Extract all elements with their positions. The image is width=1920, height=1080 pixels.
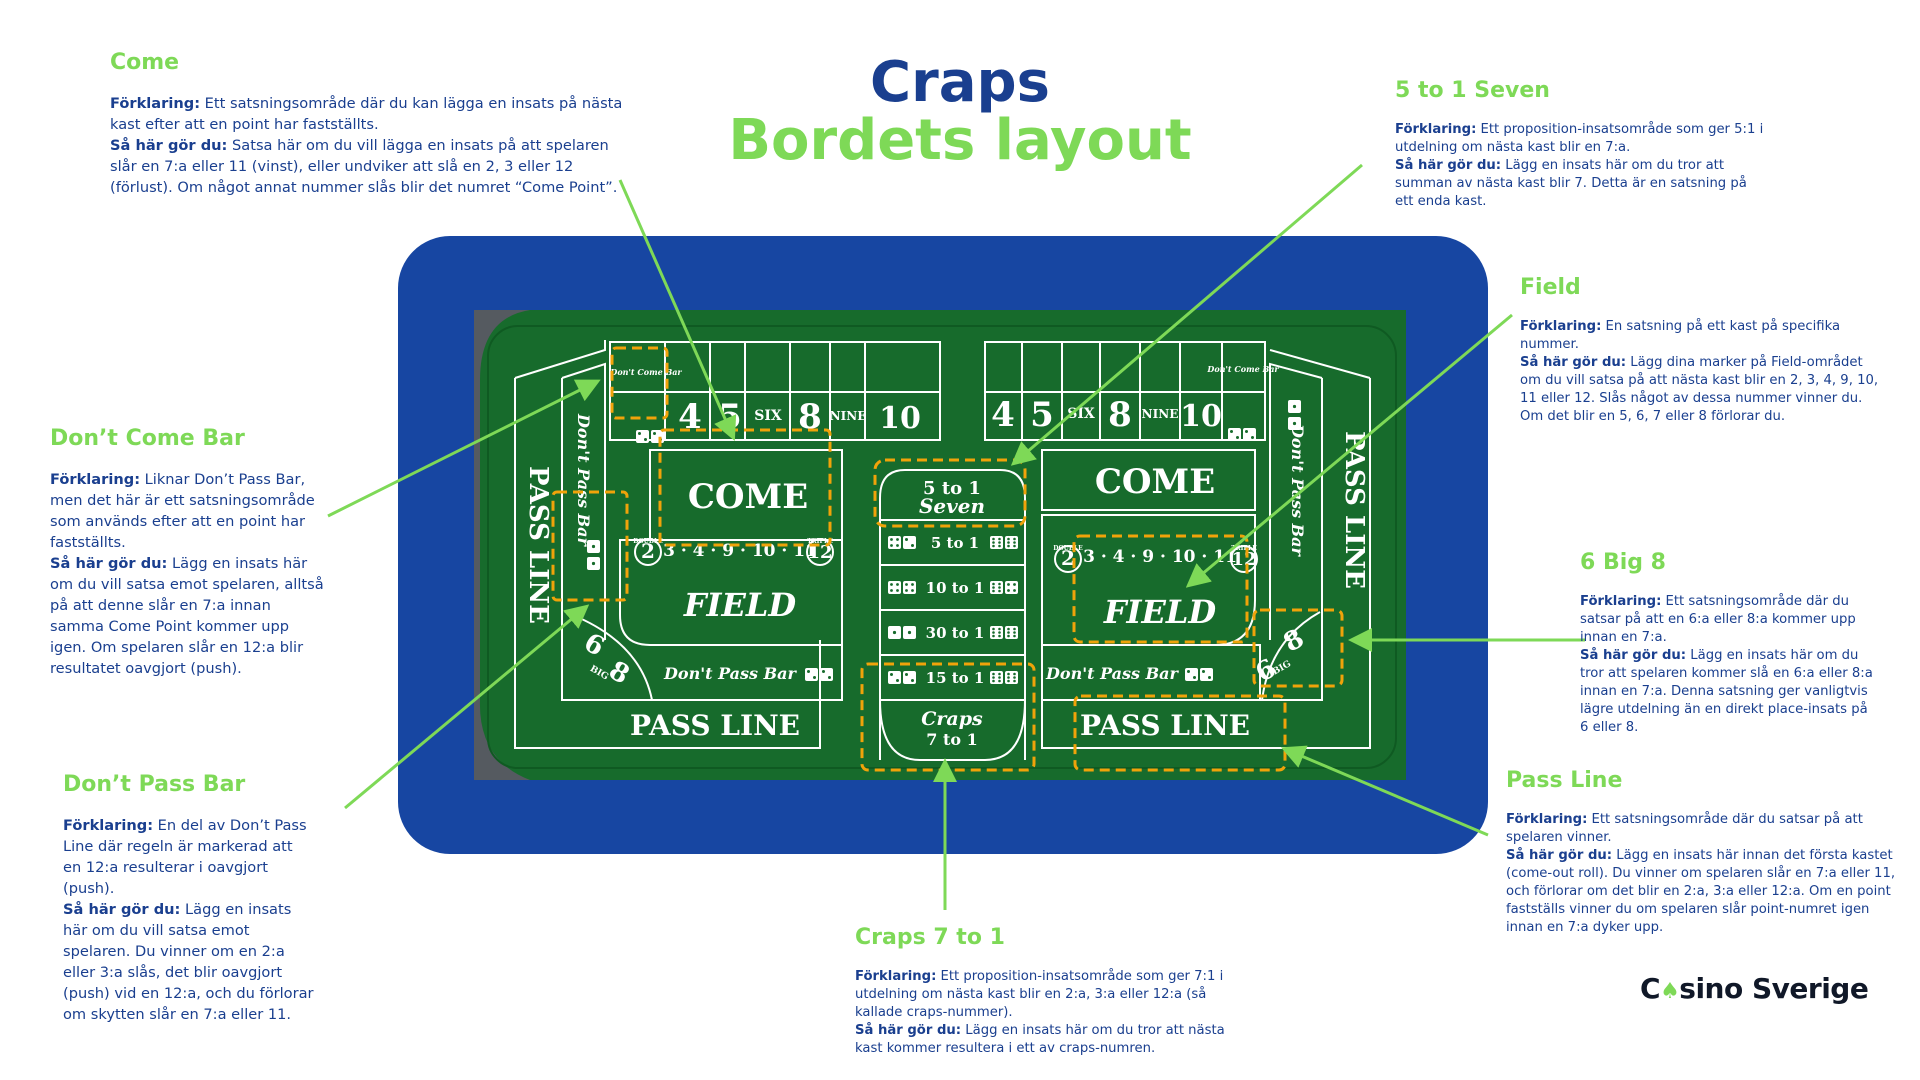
annotation-craps-7-to-1: Craps 7 to 1 Förklaring: Ett proposition… <box>855 925 1225 1058</box>
casino-sverige-logo: C♠sino Sverige <box>1640 972 1869 1005</box>
prop-odds-15-to-1: 15 to 1 <box>926 669 985 687</box>
highlight-pass-line <box>1073 694 1287 772</box>
highlight-boxes <box>551 346 1344 772</box>
annotation-come-text: Förklaring: Ett satsningsområde där du k… <box>110 95 623 196</box>
annotation-come: Come Förklaring: Ett satsningsområde där… <box>110 50 630 198</box>
right-field-label: FIELD <box>1103 593 1217 631</box>
annotation-dont-come-bar: Don’t Come Bar Förklaring: Liknar Don’t … <box>50 426 325 679</box>
annotation-craps-7-to-1-text: Förklaring: Ett proposition-insatsområde… <box>855 969 1225 1056</box>
annotation-pass-line: Pass Line Förklaring: Ett satsningsområd… <box>1506 768 1896 937</box>
craps-label: Craps <box>921 708 983 730</box>
right-field-2: 2 <box>1061 546 1075 570</box>
annotation-field: Field Förklaring: En satsning på ett kas… <box>1520 275 1880 426</box>
right-dont-pass-bar-side: Don't Pass Bar <box>1288 423 1307 557</box>
annotation-field-title: Field <box>1520 275 1581 300</box>
annotation-dont-come-bar-text: Förklaring: Liknar Don’t Pass Bar, men d… <box>50 471 324 677</box>
left-dont-pass-bar-bottom: Don't Pass Bar <box>663 664 797 683</box>
annotation-field-text: Förklaring: En satsning på ett kast på s… <box>1520 319 1879 424</box>
left-field-12: 12 <box>807 542 832 563</box>
annotation-arrows <box>327 163 1585 910</box>
left-field-2: 2 <box>641 539 655 563</box>
right-number-nine: NINE <box>1142 407 1179 421</box>
annotation-craps-7-to-1-title: Craps 7 to 1 <box>855 925 1005 950</box>
left-dont-come-bar: Don't Come Bar <box>609 367 682 377</box>
proposition-area <box>879 469 1026 761</box>
left-pass-line-side: PASS LINE <box>523 466 553 624</box>
highlight-dont-come-bar <box>610 346 669 420</box>
annotation-pass-line-title: Pass Line <box>1506 768 1623 793</box>
page-subtitle: Bordets layout <box>728 108 1192 173</box>
right-layout-lines <box>984 341 1371 749</box>
annotation-dont-pass-bar: Don’t Pass Bar Förklaring: En del av Don… <box>63 772 315 1025</box>
table-felt <box>479 310 1407 780</box>
annotation-5-to-1-seven-text: Förklaring: Ett proposition-insatsområde… <box>1395 122 1764 209</box>
prop-odds-10-to-1: 10 to 1 <box>926 579 985 597</box>
arrow-dont-pass-bar <box>344 604 590 810</box>
seven-label: Seven <box>919 494 985 518</box>
prop-odds-5-to-1: 5 to 1 <box>931 534 979 552</box>
left-come-label: COME <box>688 477 808 517</box>
right-dont-come-bar: Don't Come Bar <box>1206 364 1279 374</box>
highlight-6-big-8 <box>1252 608 1344 688</box>
arrow-5-to-1-seven <box>1010 163 1363 466</box>
annotation-5-to-1-seven: 5 to 1 Seven Förklaring: Ett proposition… <box>1395 78 1765 211</box>
annotation-come-title: Come <box>110 50 180 75</box>
left-number-8: 8 <box>798 397 822 437</box>
left-triple-label: TRIPLE <box>807 538 833 545</box>
left-pass-line-bottom: PASS LINE <box>630 709 800 742</box>
right-field-numbers: 3 · 4 · 9 · 10 · 11 <box>1083 547 1237 567</box>
five-to-one-label: 5 to 1 <box>923 478 981 499</box>
prop-odds-30-to-1: 30 to 1 <box>926 624 985 642</box>
left-number-4: 4 <box>678 397 702 437</box>
annotation-dont-come-bar-title: Don’t Come Bar <box>50 426 245 451</box>
annotation-6-big-8: 6 Big 8 Förklaring: Ett satsningsområde … <box>1580 550 1880 737</box>
right-dont-pass-bar-bottom: Don't Pass Bar <box>1045 664 1179 683</box>
left-double-label: DOUBLE <box>633 538 663 545</box>
arrow-come <box>618 179 737 441</box>
highlight-5-to-1-seven <box>873 458 1027 528</box>
left-field-label: FIELD <box>683 586 797 624</box>
left-dont-pass-bar-side: Don't Pass Bar <box>574 413 593 547</box>
highlight-field <box>1072 534 1249 644</box>
highlight-dont-pass-bar <box>551 490 629 602</box>
right-number-10: 10 <box>1180 399 1222 434</box>
right-triple-label: TRIPLE <box>1231 545 1257 552</box>
arrow-pass-line <box>1280 745 1489 837</box>
right-come-label: COME <box>1095 462 1215 502</box>
arrow-dont-come-bar <box>327 379 601 518</box>
arrow-field <box>1185 313 1513 588</box>
annotation-6-big-8-title: 6 Big 8 <box>1580 550 1666 575</box>
right-pass-line-bottom: PASS LINE <box>1080 709 1250 742</box>
right-number-8: 8 <box>1108 395 1132 435</box>
left-number-nine: NINE <box>830 409 867 423</box>
left-number-10: 10 <box>879 401 921 436</box>
spade-icon: ♠ <box>1660 979 1680 1004</box>
seven-to-one-label: 7 to 1 <box>926 730 977 749</box>
annotation-5-to-1-seven-title: 5 to 1 Seven <box>1395 78 1550 103</box>
annotation-6-big-8-text: Förklaring: Ett satsningsområde där du s… <box>1580 594 1873 735</box>
right-number-4: 4 <box>991 395 1015 435</box>
annotation-dont-pass-bar-text: Förklaring: En del av Don’t Pass Line dä… <box>63 817 314 1023</box>
left-number-six: SIX <box>754 408 782 424</box>
annotation-dont-pass-bar-title: Don’t Pass Bar <box>63 772 246 797</box>
right-double-label: DOUBLE <box>1053 545 1083 552</box>
annotation-pass-line-text: Förklaring: Ett satsningsområde där du s… <box>1506 812 1896 935</box>
highlight-come <box>658 428 832 547</box>
page-title: Craps <box>870 50 1050 115</box>
right-number-5: 5 <box>1030 395 1054 435</box>
right-field-12: 12 <box>1231 549 1256 570</box>
